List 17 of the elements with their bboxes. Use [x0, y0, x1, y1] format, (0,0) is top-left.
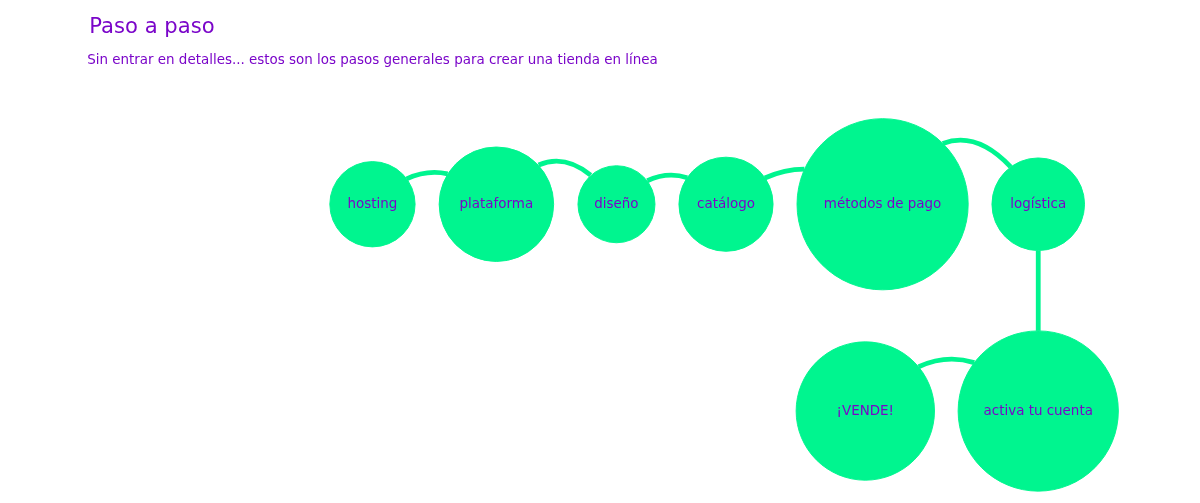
diagram-title: Paso a paso	[89, 12, 215, 38]
connector	[917, 356, 975, 369]
node-circle: hosting	[329, 161, 416, 248]
node-circle: diseño	[577, 165, 656, 244]
node-circle: activa tu cuenta	[957, 330, 1119, 492]
node-circle: logística	[991, 157, 1085, 251]
node-circle: ¡VENDE!	[795, 341, 935, 481]
node-circle: catálogo	[678, 156, 774, 252]
label: Sin entrar en detalles... estos son los pasos generales para crear una tienda en línea	[87, 51, 658, 67]
connector	[763, 166, 805, 181]
connector	[646, 172, 688, 183]
connector	[942, 137, 1013, 169]
connector	[405, 170, 449, 182]
node-circle: métodos de pago	[796, 118, 969, 291]
node-circle: plataforma	[438, 146, 555, 262]
connector	[537, 158, 593, 178]
connector	[1035, 250, 1041, 331]
